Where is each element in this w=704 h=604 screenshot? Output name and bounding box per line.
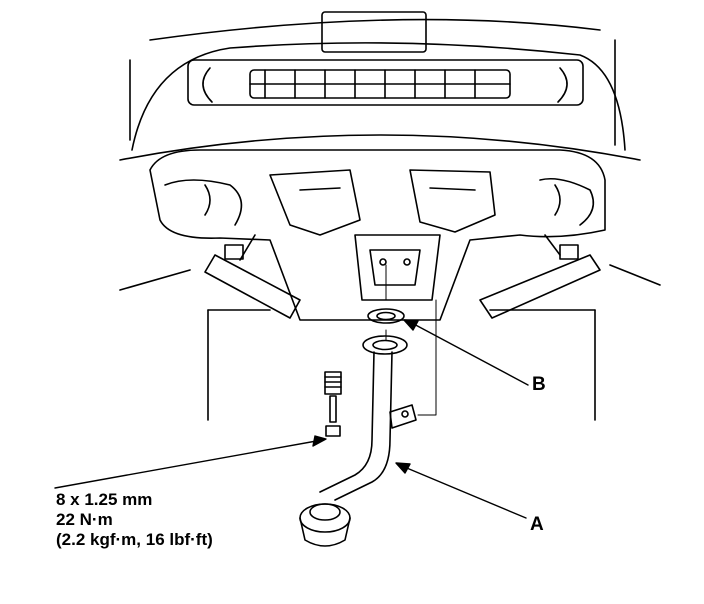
callout-label-a: A: [530, 514, 544, 535]
engine-underbody: [119, 149, 661, 421]
bolt-torque-spec: 8 x 1.25 mm 22 N·m (2.2 kgf·m, 16 lbf·ft…: [56, 490, 213, 550]
mounting-bolt: [324, 371, 342, 437]
bolt-size-text: 8 x 1.25 mm: [56, 490, 153, 509]
torque-nm-text: 22 N·m: [56, 510, 113, 529]
front-bumper: [119, 11, 641, 161]
oil-strainer-a: [299, 335, 417, 547]
leader-lines: [54, 319, 529, 519]
gasket-b: [367, 308, 405, 324]
callout-label-b: B: [532, 374, 546, 395]
reference-line: [385, 264, 437, 416]
torque-alt-text: (2.2 kgf·m, 16 lbf·ft): [56, 530, 213, 549]
